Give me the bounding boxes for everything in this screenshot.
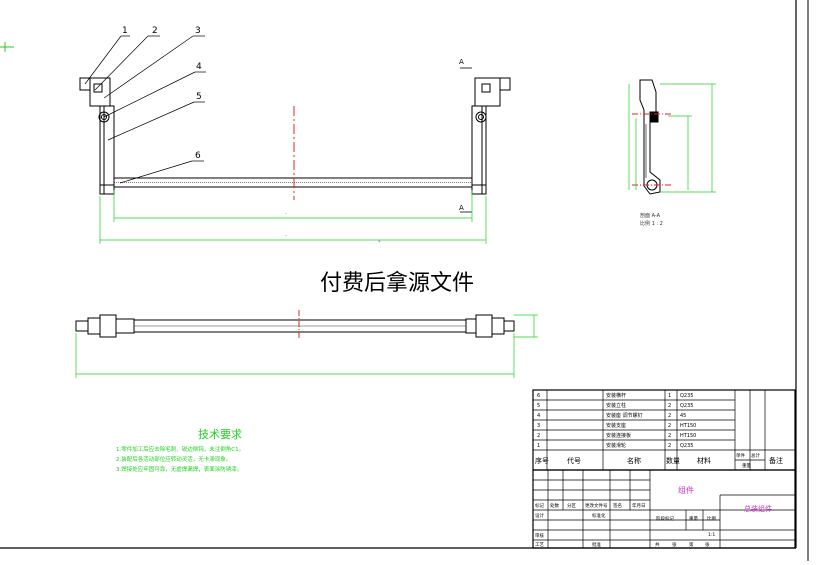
bom-header-code: 代号 [567,456,581,465]
tb-sheet-2: 张 [705,541,710,548]
dim-inner-width: - [285,211,287,217]
bom-name: 安装立柱 [606,402,626,409]
bom-cells: 6 安装横杆 1 Q235 5 安装立柱 2 Q235 4 安装座 调节螺钉 2… [537,392,696,449]
bom-no: 3 [537,423,540,429]
tb-count: 处数 [550,502,559,509]
balloon-5: 5 [196,92,202,102]
bom-qty: 2 [668,443,671,449]
bom-header-total: 总计 [751,452,760,459]
bom-mat: Q235 [680,393,693,399]
section-dimensions [628,83,716,193]
tb-sign: 签名 [613,502,622,509]
tb-design: 设计 [535,512,544,519]
bom-mat: Q235 [680,403,693,409]
tb-date: 年月日 [632,502,646,509]
bom-mat: HT150 [680,423,696,429]
tb-weight: 重量 [689,515,698,522]
bom-header-material: 材料 [697,456,711,465]
bom-name: 安装支座 [606,422,626,429]
balloon-2: 2 [152,26,158,36]
bom-no: 6 [537,393,540,399]
bom-no: 1 [537,443,540,449]
front-dimensions [99,190,487,244]
origin-mark: * [378,240,381,246]
balloon-1: 1 [122,26,128,36]
section-markers [460,67,472,213]
bom-no: 2 [537,433,540,439]
bom-qty: 2 [668,423,671,429]
bom-no: 4 [537,413,540,419]
top-dimensions [75,314,538,378]
balloon-labels: 1 2 3 4 5 6 [122,26,202,161]
bom-header-weight: 重量 [742,462,751,469]
bom-header-remarks: 备注 [769,456,783,465]
part-name: 组件 [678,485,694,495]
balloon-3: 3 [195,26,201,36]
drawing-name: 总装组件 [744,504,772,513]
bom-name: 安装滑轮 [606,442,626,449]
bom-mat: 45 [680,413,686,419]
tb-scale-value: 1:1 [708,532,715,538]
section-title: 剖面 A-A [640,212,661,219]
balloon-leaders [84,35,206,184]
bom-header-unit: 单件 [736,452,745,459]
tech-title: 技术要求 [198,428,242,441]
tb-process: 工艺 [535,542,544,548]
bom-qty: 2 [668,403,671,409]
bom-no: 5 [537,403,540,409]
tech-line-1: 1.零件加工后应去除毛刺、锐边倒钝，未注倒角C1。 [116,445,244,453]
balloon-4: 4 [196,62,202,72]
tb-standard: 标准化 [592,512,606,519]
dim-overall-width: - [285,233,287,239]
bom-header: 序号 代号 名称 数量 材料 单件 总计 重量 备注 [535,452,783,469]
bom-name: 安装座 调节螺钉 [606,412,643,419]
title-block [532,469,796,549]
tb-approve: 批准 [592,541,601,548]
tb-total: 共 [655,541,660,548]
bom-header-qty: 数量 [666,456,680,465]
bom-qty: 2 [668,413,671,419]
section-mark-bottom: A [459,204,464,212]
bom-header-no: 序号 [535,456,549,465]
title-block-text: 标记 处数 分区 更改文件号 签名 年月日 设计 标准化 阶段标记 重量 比例 … [535,502,716,548]
bom-mat: Q235 [680,443,693,449]
tb-check: 审核 [535,532,544,539]
bom-qty: 1 [668,393,671,399]
tb-sheet: 张 [672,541,677,548]
balloon-6: 6 [195,151,201,161]
tb-change-doc: 更改文件号 [585,502,608,509]
tb-stage: 阶段标记 [656,515,674,522]
tech-line-2: 2.装配后各活动部位应转动灵活，无卡滞现象。 [116,455,231,463]
tb-mark: 标记 [535,502,544,509]
bom-mat: HT150 [680,433,696,439]
tb-zone: 分区 [567,502,576,509]
section-mark-top: A [459,58,464,66]
tech-line-3: 3.焊接处应牢固可靠，无虚焊漏焊，表面涂防锈漆。 [116,465,242,473]
bom-qty: 2 [668,433,671,439]
section-view [632,79,672,195]
bom-header-name: 名称 [627,456,641,465]
tb-scale: 比例 [707,515,716,522]
bom-name: 安装连接板 [606,432,631,439]
bom-name: 安装横杆 [606,392,626,399]
tb-page: 第 [689,541,694,548]
watermark-text: 付费后拿源文件 [320,270,474,296]
top-view [75,310,515,338]
section-scale: 比例 1 : 2 [640,220,663,227]
front-view [79,77,511,200]
